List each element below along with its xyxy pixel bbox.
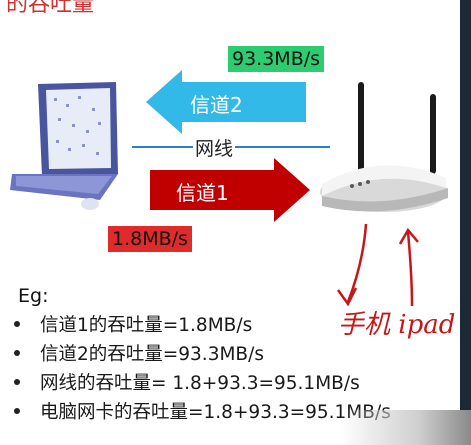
laptop-icon xyxy=(10,82,118,210)
bullet-dot-icon xyxy=(14,407,20,414)
bullet-item: 信道2的吞吐量=93.3MB/s xyxy=(14,338,391,367)
video-edge-strip xyxy=(460,0,471,445)
handdrawn-arrows xyxy=(336,223,419,307)
bullet-dot-icon xyxy=(14,349,20,356)
slide-title: 的吞吐量 xyxy=(6,0,95,17)
throughput-bullet-list: 信道1的吞吐量=1.8MB/s 信道2的吞吐量=93.3MB/s 网线的吞吐量=… xyxy=(14,309,391,425)
cable-label: 网线 xyxy=(193,134,236,161)
bullet-item: 信道1的吞吐量=1.8MB/s xyxy=(14,309,391,338)
handwritten-devices-note: 手机 ipad xyxy=(338,310,456,340)
router-icon xyxy=(320,82,448,212)
channel1-label: 信道1 xyxy=(176,181,229,205)
bullet-dot-icon xyxy=(14,378,20,385)
channel1-throughput-badge: 1.8MB/s xyxy=(108,226,192,252)
arrow-left-icon xyxy=(146,70,306,134)
channel2-arrow: 信道2 xyxy=(146,70,306,134)
bullet-dot-icon xyxy=(14,320,20,327)
channel1-arrow: 信道1 xyxy=(150,158,310,222)
bullet-item: 电脑网卡的吞吐量=1.8+93.3=95.1MB/s xyxy=(14,396,391,425)
video-controls-fade xyxy=(340,410,471,445)
channel2-label: 信道2 xyxy=(190,93,243,117)
bullet-item: 网线的吞吐量= 1.8+93.3=95.1MB/s xyxy=(14,367,391,396)
example-heading: Eg: xyxy=(18,285,49,307)
channel2-throughput-badge: 93.3MB/s xyxy=(228,46,325,72)
arrow-right-icon xyxy=(150,158,310,222)
